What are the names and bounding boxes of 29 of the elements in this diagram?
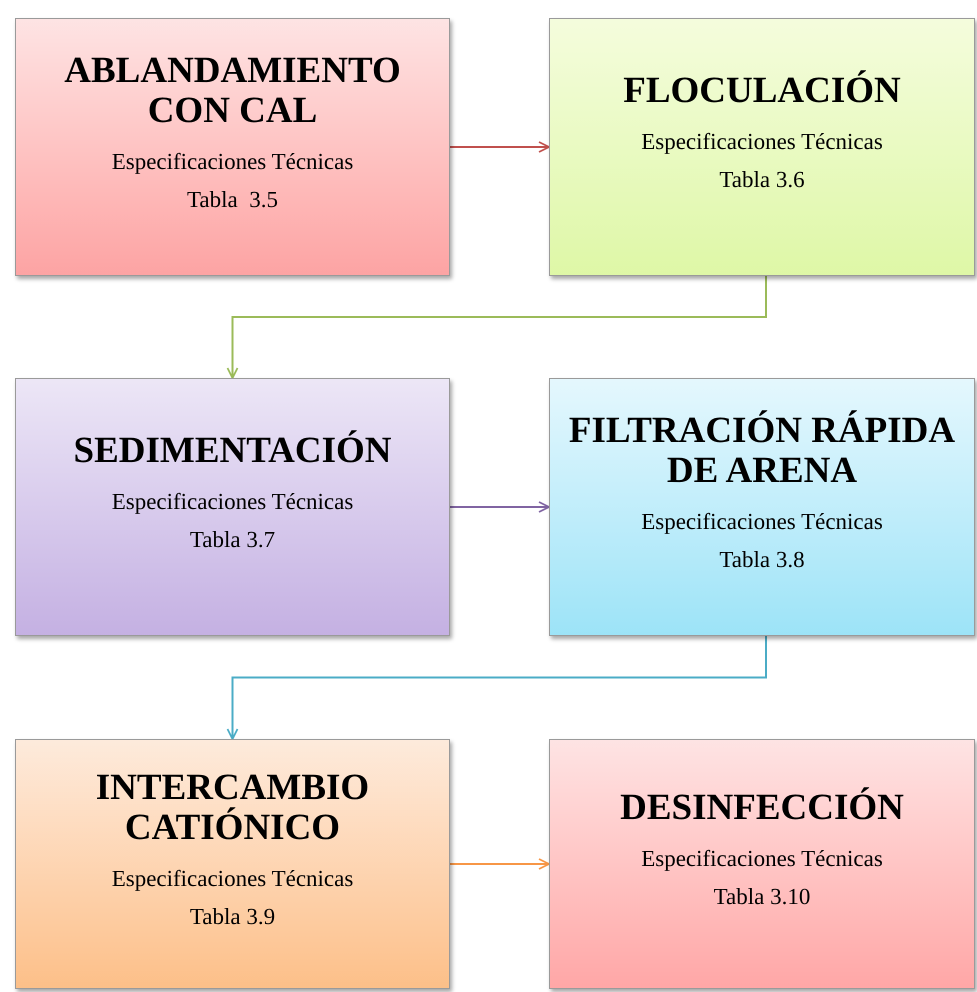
arrow	[450, 858, 550, 870]
box-text: Especificaciones Técnicas	[112, 148, 354, 176]
box-heading: FLOCULACIÓN	[623, 71, 901, 111]
box-heading: DESINFECCIÓN	[620, 788, 904, 828]
arrow	[226, 276, 767, 379]
process-box	[15, 18, 450, 276]
box-text: Tabla 3.5	[186, 186, 278, 214]
box-text: Tabla 3.7	[190, 526, 276, 554]
box-text: Especificaciones Técnicas	[112, 488, 354, 516]
process-box	[15, 739, 450, 989]
process-box	[549, 378, 975, 636]
process-box	[15, 378, 450, 636]
arrow	[226, 636, 767, 740]
box-text: Especificaciones Técnicas	[641, 508, 883, 536]
box-heading: SEDIMENTACIÓN	[74, 431, 392, 471]
box-text: Especificaciones Técnicas	[641, 845, 883, 873]
arrow	[450, 501, 550, 513]
box-text: Especificaciones Técnicas	[641, 128, 883, 156]
box-text: Tabla 3.9	[190, 903, 276, 931]
process-box	[549, 739, 975, 989]
box-heading: ABLANDAMIENTO CON CAL	[63, 51, 402, 131]
process-box	[549, 18, 975, 276]
box-text: Especificaciones Técnicas	[112, 865, 354, 893]
box-text: Tabla 3.8	[719, 546, 805, 574]
arrow	[450, 141, 550, 153]
box-text: Tabla 3.10	[714, 883, 810, 911]
box-heading: INTERCAMBIO CATIÓNICO	[94, 768, 370, 848]
box-text: Tabla 3.6	[719, 166, 805, 194]
box-heading: FILTRACIÓN RÁPIDA DE ARENA	[568, 411, 956, 491]
